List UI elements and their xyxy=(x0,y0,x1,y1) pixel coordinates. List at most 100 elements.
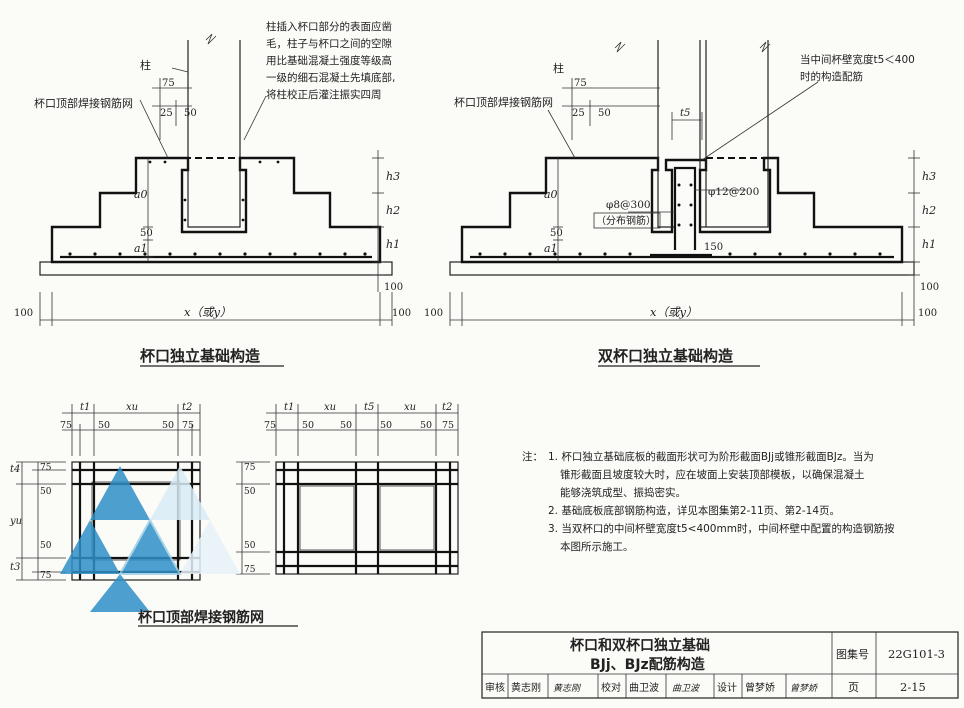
sign-checker: 曲卫波 xyxy=(629,681,659,694)
p1-sub-75a: 75 xyxy=(60,420,72,431)
p1-left-yu: yu xyxy=(9,516,22,527)
d1-dim-x: x（或y） xyxy=(184,305,231,319)
page-no: 2-15 xyxy=(900,680,926,694)
note-3-line-1: 3. 当双杯口的中间杯壁宽度t5<400mm时，中间杯壁中配置的构造钢筋按 xyxy=(548,522,895,535)
d1-dim-h2: h2 xyxy=(386,204,400,217)
d2-dim-100-v: 100 xyxy=(920,282,939,293)
p1-top-t2: t2 xyxy=(182,402,192,413)
d1-dim-100-v: 100 xyxy=(384,282,403,293)
p1-sub-50a: 50 xyxy=(98,420,110,431)
d2-dim-h3: h3 xyxy=(922,170,936,183)
note-2-line-1: 2. 基础底板底部钢筋构造，详见本图集第2-11页、第2-14页。 xyxy=(548,504,840,517)
d2-dim-50v: 50 xyxy=(550,228,563,239)
d2-note-line-2: 时的构造配筋 xyxy=(800,70,863,83)
d2-dim-100-right: 100 xyxy=(918,308,937,319)
p2-top-t5: t5 xyxy=(364,402,374,413)
d2-dim-a1: a1 xyxy=(544,242,558,255)
d1-caption: 杯口独立基础构造 xyxy=(140,347,260,365)
d2-dim-h1: h1 xyxy=(922,238,936,251)
p2-top-t2: t2 xyxy=(442,402,452,413)
d2-dim-150: 150 xyxy=(704,242,723,253)
d1-dim-h1: h1 xyxy=(386,238,400,251)
p1-left-75b: 75 xyxy=(40,571,52,581)
title-line-2: BJj、BJz配筋构造 xyxy=(590,656,705,673)
p2-top-t1: t1 xyxy=(284,402,294,413)
sign-designer: 曾梦娇 xyxy=(745,681,775,694)
d1-note-line-4: 一级的细石混凝土先填底部, xyxy=(266,71,395,84)
sign-review-label: 审核 xyxy=(485,681,505,694)
p2-sub-50d: 50 xyxy=(420,420,432,431)
p2-left-50a: 50 xyxy=(244,487,256,497)
sign-checker-signature: 曲卫波 xyxy=(672,683,701,694)
d1-dim-100-left: 100 xyxy=(14,308,33,319)
d1-dim-a1: a1 xyxy=(134,242,148,255)
d1-note-line-3: 用比基础混凝土强度等级高 xyxy=(266,54,392,67)
sign-reviewer: 黄志刚 xyxy=(511,681,541,694)
d2-rebar-right: φ12@200 xyxy=(708,186,759,198)
d2-dim-x: x（或y） xyxy=(650,305,697,319)
d1-dim-h3: h3 xyxy=(386,170,400,183)
sign-designer-signature: 曾梦娇 xyxy=(790,683,818,694)
p1-left-50a: 50 xyxy=(40,487,52,497)
notes-prefix: 注： xyxy=(522,450,543,463)
d2-dim-100-left: 100 xyxy=(424,308,443,319)
p1-sub-50b: 50 xyxy=(162,420,174,431)
d1-dim-a0: a0 xyxy=(134,188,148,201)
p1-top-t1: t1 xyxy=(80,402,90,413)
d1-dim-25: 25 xyxy=(160,108,173,119)
d2-dim-h2: h2 xyxy=(922,204,936,217)
p2-left-75a: 75 xyxy=(244,463,256,473)
atlas-label: 图集号 xyxy=(836,647,869,661)
double-foundation-outline xyxy=(460,156,904,264)
d2-caption: 双杯口独立基础构造 xyxy=(598,347,733,365)
watermark-logo xyxy=(60,466,240,612)
note-1-line-3: 能够浇筑成型、振捣密实。 xyxy=(560,486,686,499)
middle-wall-rebar xyxy=(673,166,697,250)
d1-mesh-label: 杯口顶部焊接钢筋网 xyxy=(34,96,133,110)
title-line-1: 杯口和双杯口独立基础 xyxy=(570,637,710,654)
foundation-outline xyxy=(50,156,382,264)
plan1-outline xyxy=(71,461,201,581)
title-block xyxy=(481,631,959,699)
d2-dim-50: 50 xyxy=(598,108,611,119)
d1-column-label: 柱 xyxy=(140,58,151,72)
p1-top-xu: xu xyxy=(126,402,138,413)
p2-top-xu1: xu xyxy=(324,402,336,413)
d2-mesh-label: 杯口顶部焊接钢筋网 xyxy=(454,95,553,109)
d1-dim-75: 75 xyxy=(162,78,175,89)
p1-left-75a: 75 xyxy=(40,463,52,473)
d1-note-line-1: 柱插入杯口部分的表面应凿 xyxy=(266,20,392,33)
d2-dim-a0: a0 xyxy=(544,188,558,201)
column xyxy=(187,40,241,228)
plan-caption: 杯口顶部焊接钢筋网 xyxy=(138,609,264,626)
sign-reviewer-signature: 黄志刚 xyxy=(553,683,582,694)
p2-sub-50b: 50 xyxy=(340,420,352,431)
d2-dim-75: 75 xyxy=(574,78,587,89)
p1-sub-75b: 75 xyxy=(182,420,194,431)
note-1-line-1: 1. 杯口独立基础底板的截面形状可为阶形截面BJj或锥形截面BJz。当为 xyxy=(548,450,874,463)
d2-rebar-left-sub: （分布钢筋） xyxy=(596,214,656,227)
d1-dim-100-right: 100 xyxy=(392,308,411,319)
atlas-no: 22G101-3 xyxy=(888,647,945,661)
d2-dim-25: 25 xyxy=(572,108,585,119)
note-3-line-2: 本图所示施工。 xyxy=(560,540,634,553)
p1-left-50b: 50 xyxy=(40,541,52,551)
p2-left-75b: 75 xyxy=(244,565,256,575)
d1-dim-50v: 50 xyxy=(140,228,153,239)
sign-check-label: 校对 xyxy=(601,681,621,694)
cup-foundation-section xyxy=(39,33,393,326)
d2-dim-t5: t5 xyxy=(680,108,690,119)
note-1-line-2: 锥形截面且坡度较大时，应在坡面上安装顶部模板，以确保混凝土 xyxy=(560,468,865,481)
d1-note-line-5: 将柱校正后灌注振实四周 xyxy=(266,88,382,101)
d2-column-label: 柱 xyxy=(553,61,564,75)
column-left xyxy=(657,40,676,228)
p2-sub-75a: 75 xyxy=(264,420,276,431)
p2-sub-50a: 50 xyxy=(302,420,314,431)
d1-dim-50: 50 xyxy=(184,108,197,119)
double-cup-mesh-plan xyxy=(236,404,459,575)
p1-left-t4: t4 xyxy=(10,464,20,475)
p2-left-50b: 50 xyxy=(244,541,256,551)
cushion-layer xyxy=(39,261,393,276)
d2-note-line-1: 当中间杯壁宽度t5＜400 xyxy=(800,53,915,66)
